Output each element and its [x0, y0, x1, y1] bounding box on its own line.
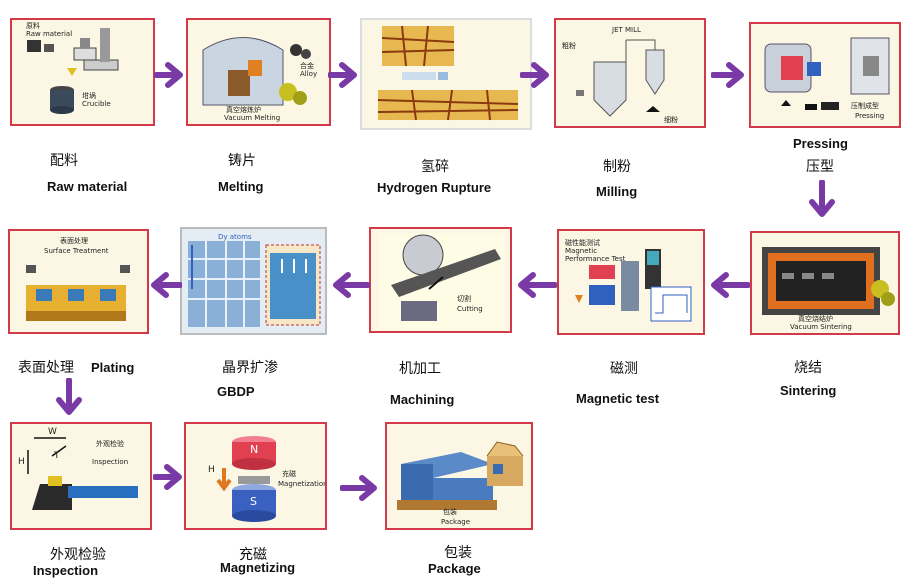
- sintering-inner-zh: 真空烧结炉: [798, 315, 833, 323]
- label-plating-zh: 表面处理: [18, 360, 74, 376]
- step-magnetizing-box: N S H 充磁 Magnetization: [184, 422, 327, 530]
- step-machining-box: 切割 Cutting: [369, 227, 512, 333]
- arrow-hydrogen-to-milling: [520, 62, 549, 88]
- package-illustration: [397, 441, 524, 510]
- step-pressing-box: 压制成型 Pressing: [749, 22, 901, 128]
- arrow-pressing-to-sintering: [809, 180, 835, 217]
- inspection-inner-en: Inspection: [92, 458, 129, 466]
- arrow-melting-to-hydrogen: [328, 62, 357, 88]
- gbdp-illustration: [188, 241, 321, 327]
- label-raw-material-en: Raw material: [47, 179, 128, 194]
- label-hydrogen-zh: 氢碎: [421, 159, 449, 175]
- hydrogen-illustration: [377, 25, 519, 121]
- magnetization-inner-zh: 充磁: [282, 470, 296, 478]
- step-inspection-box: W H T 外观检验 Inspection: [10, 422, 152, 530]
- pressing-inner-zh: 压制成型: [851, 102, 879, 110]
- milling-illustration: [576, 39, 665, 117]
- label-gbdp-zh: 晶界扩渗: [222, 360, 278, 376]
- label-melting-zh: 铸片: [228, 153, 256, 169]
- step-package-box: 包装 Package: [385, 422, 533, 530]
- inspection-h: H: [18, 457, 25, 467]
- fine-powder-label: 细粉: [664, 116, 678, 124]
- package-inner-en: Package: [441, 518, 471, 526]
- label-pressing-zh: 压型: [806, 159, 834, 175]
- step-raw-material-box: 原料 Raw material 坩埚 Crucible: [10, 18, 155, 126]
- label-inspection-zh: 外观检验: [50, 547, 106, 563]
- label-milling-zh: 制粉: [603, 159, 631, 175]
- arrow-machining-to-gbdp: [333, 272, 370, 298]
- raw-material-inner-en: Raw material: [26, 30, 73, 38]
- label-machining-zh: 机加工: [399, 361, 441, 377]
- label-milling-en: Milling: [596, 184, 638, 199]
- vacuum-melting-inner-en: Vacuum Melting: [224, 114, 281, 122]
- inspection-t: T: [54, 451, 60, 461]
- magnetic-test-illustration: [575, 249, 692, 322]
- magnetizing-illustration: [216, 436, 276, 522]
- arrow-sintering-to-magnetic: [711, 272, 750, 298]
- pressing-inner-en: Pressing: [855, 112, 885, 120]
- step-gbdp-box: Dy atoms: [180, 227, 327, 335]
- label-melting-en: Melting: [218, 179, 264, 194]
- field-h: H: [208, 465, 215, 475]
- label-magnetic-test-zh: 磁测: [610, 361, 638, 377]
- label-package-en: Package: [428, 561, 481, 576]
- pressing-illustration: [764, 37, 890, 110]
- label-inspection-en: Inspection: [33, 563, 99, 578]
- coarse-powder-label: 粗粉: [562, 42, 576, 50]
- step-magnetic-test-box: 磁性能测试 Magnetic Performance Test: [557, 229, 705, 335]
- step-milling-box: JET MILL 粗粉 细粉: [554, 18, 706, 128]
- arrow-raw-to-melting: [154, 62, 183, 88]
- plating-inner-en: Surface Treatment: [44, 247, 109, 255]
- arrow-magnetic-to-machining: [518, 272, 557, 298]
- magnetic-inner-en2: Performance Test: [565, 255, 626, 263]
- inspection-w: W: [48, 427, 57, 437]
- step-melting-box: 合金 Alloy 真空熔炼炉 Vacuum Melting: [186, 18, 331, 126]
- arrow-magnetizing-to-package: [340, 475, 377, 501]
- label-plating-en: Plating: [91, 360, 135, 375]
- magnet-n: N: [250, 443, 259, 456]
- label-hydrogen-en: Hydrogen Rupture: [377, 180, 492, 195]
- step-hydrogen-box: [360, 18, 532, 130]
- cutting-inner-zh: 切割: [457, 295, 471, 303]
- cutting-inner-en: Cutting: [457, 305, 483, 313]
- step-plating-box: 表面处理 Surface Treatment: [8, 229, 149, 334]
- label-pressing-en: Pressing: [793, 136, 848, 151]
- sintering-inner-en: Vacuum Sintering: [790, 323, 852, 331]
- label-machining-en: Machining: [390, 392, 455, 407]
- arrow-milling-to-pressing: [711, 62, 744, 88]
- label-sintering-en: Sintering: [780, 383, 837, 398]
- melting-illustration: [202, 37, 311, 106]
- label-package-zh: 包装: [444, 545, 472, 561]
- magnetic-inner-zh: 磁性能测试: [565, 239, 600, 247]
- alloy-inner-zh: 合金: [300, 62, 314, 70]
- dy-atoms-label: Dy atoms: [218, 233, 252, 241]
- arrow-plating-to-inspection: [56, 378, 82, 415]
- label-magnetizing-zh: 充磁: [239, 547, 267, 563]
- crucible-inner-zh: 坩埚: [82, 92, 96, 100]
- plating-illustration: [26, 265, 130, 321]
- inspection-illustration: [27, 437, 138, 510]
- magnet-s: S: [250, 495, 257, 508]
- magnetic-inner-en1: Magnetic: [565, 247, 598, 255]
- magnetization-inner-en: Magnetization: [278, 480, 327, 488]
- raw-material-inner-zh: 原料: [26, 22, 40, 30]
- label-sintering-zh: 烧结: [794, 360, 822, 376]
- crucible-inner-en: Crucible: [82, 100, 111, 108]
- vacuum-melting-inner-zh: 真空熔炼炉: [226, 106, 261, 114]
- arrow-gbdp-to-plating: [151, 272, 182, 298]
- machining-illustration: [379, 233, 505, 329]
- label-magnetizing-en: Magnetizing: [220, 560, 296, 575]
- sintering-illustration: [762, 247, 895, 315]
- jet-mill-label: JET MILL: [612, 26, 641, 34]
- inspection-inner-zh: 外观检验: [96, 440, 124, 448]
- raw-material-illustration: [27, 28, 119, 114]
- package-inner-zh: 包装: [443, 508, 457, 516]
- alloy-inner-en: Alloy: [300, 70, 318, 78]
- step-sintering-box: 真空烧结炉 Vacuum Sintering: [750, 231, 900, 335]
- label-gbdp-en: GBDP: [217, 384, 255, 399]
- label-magnetic-test-en: Magnetic test: [576, 391, 660, 406]
- plating-inner-zh: 表面处理: [60, 237, 88, 245]
- label-raw-material-zh: 配料: [50, 153, 78, 169]
- arrow-inspection-to-magnetizing: [153, 464, 182, 490]
